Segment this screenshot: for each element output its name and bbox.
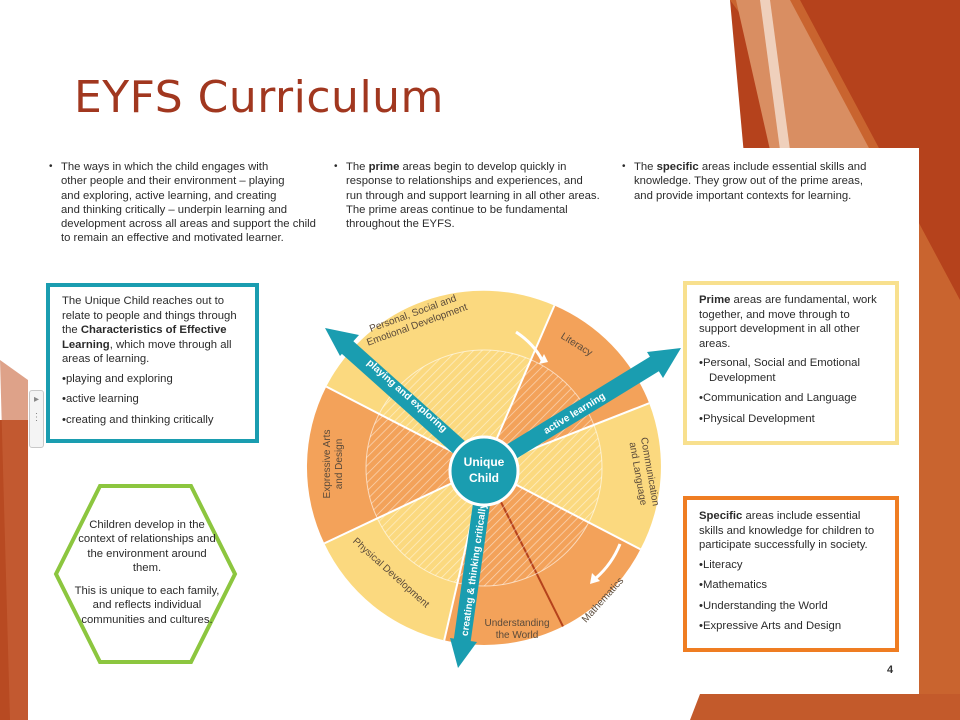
- specific-areas-text: Specific areas include essential skills …: [699, 510, 875, 551]
- intro-line: knowledge. They grow out of the prime ar…: [634, 175, 863, 188]
- intro-line: The prime areas continue to be fundament…: [346, 203, 568, 216]
- intro-line: response to relationships and experience…: [346, 175, 583, 188]
- content-panel: • The ways in which the child engages wi…: [29, 148, 919, 694]
- hexagon-paragraph: This is unique to each family, and refle…: [74, 585, 220, 626]
- prime-areas-box: Prime areas are fundamental, work togeth…: [683, 281, 899, 445]
- list-item: Understanding the World: [699, 599, 883, 614]
- list-item: Physical Development: [699, 412, 883, 427]
- label-understanding-world: the World: [496, 630, 539, 641]
- characteristics-list: playing and exploring active learning cr…: [62, 372, 243, 428]
- grid-icon: ⋮: [31, 412, 42, 423]
- unique-child-text: The Unique Child reaches out to relate t…: [62, 295, 237, 365]
- specific-areas-list: Literacy Mathematics Understanding the W…: [699, 558, 883, 634]
- intro-line: The specific areas include essential ski…: [634, 161, 867, 173]
- prime-emphasis: prime: [368, 161, 400, 173]
- flow-arrowhead: [539, 354, 548, 364]
- list-item: playing and exploring: [62, 372, 243, 387]
- intro-line: run through and support learning in all …: [346, 189, 600, 202]
- list-item: creating and thinking critically: [62, 413, 243, 428]
- hexagon-paragraph: Children develop in the context of relat…: [78, 519, 216, 574]
- list-item: Personal, Social and Emotional Developme…: [699, 356, 883, 385]
- flow-arrow-literacy: [515, 330, 544, 361]
- label-understanding-world: Understanding: [484, 618, 549, 629]
- prime-areas-list: Personal, Social and Emotional Developme…: [699, 356, 883, 426]
- unique-child-center: [448, 435, 520, 507]
- list-item: Expressive Arts and Design: [699, 619, 883, 634]
- chevron-right-icon: ▸: [33, 394, 40, 405]
- specific-areas-box: Specific areas include essential skills …: [683, 496, 899, 652]
- specific-emphasis: specific: [656, 161, 699, 173]
- hexagon-outline: [53, 484, 238, 664]
- intro-line: other people and their environment – pla…: [61, 175, 285, 188]
- slide-title: EYFS Curriculum: [74, 72, 444, 123]
- intro-column-prime: • The prime areas begin to develop quick…: [334, 161, 600, 231]
- flow-arrowhead: [590, 573, 600, 584]
- page-number: 4: [887, 664, 894, 676]
- intro-column-specific: • The specific areas include essential s…: [622, 161, 867, 202]
- prime-areas-text: Prime areas are fundamental, work togeth…: [699, 294, 877, 350]
- center-label: Child: [469, 471, 499, 485]
- unique-child-box: The Unique Child reaches out to relate t…: [46, 283, 259, 443]
- intro-line: The ways in which the child engages with: [61, 161, 269, 173]
- intro-line: throughout the EYFS.: [346, 218, 455, 231]
- intro-line: to remain an effective and motivated lea…: [61, 232, 284, 245]
- intro-line: and thinking critically – underpin learn…: [61, 203, 288, 216]
- intro-line: and provide important contexts for learn…: [634, 189, 852, 202]
- intro-column-characteristics: • The ways in which the child engages wi…: [49, 161, 316, 245]
- intro-line: The prime areas begin to develop quickly…: [346, 161, 567, 173]
- list-item: Literacy: [699, 558, 883, 573]
- label-expressive-arts: and Design: [334, 439, 345, 490]
- center-label: Unique: [464, 455, 505, 469]
- intro-line: development across all areas and support…: [61, 218, 316, 231]
- slide-nav-handle[interactable]: ▸ ⋮: [29, 390, 44, 448]
- list-item: active learning: [62, 392, 243, 407]
- context-hexagon: [53, 484, 238, 664]
- intro-line: and exploring, active learning, and crea…: [61, 189, 277, 202]
- list-item: Mathematics: [699, 578, 883, 593]
- label-expressive-arts: Expressive Arts: [322, 430, 333, 499]
- list-item: Communication and Language: [699, 391, 883, 406]
- context-hexagon-text: Children develop in the context of relat…: [73, 518, 221, 636]
- flow-arrow-mathematics: [595, 543, 622, 580]
